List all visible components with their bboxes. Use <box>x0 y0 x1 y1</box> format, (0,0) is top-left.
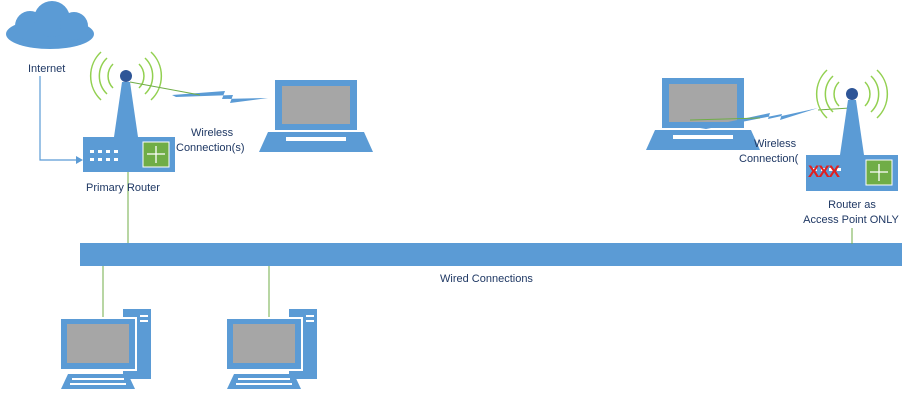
access-point-label-line1: Router as <box>828 199 876 211</box>
signal-line <box>689 117 761 121</box>
cloud-icon <box>6 1 94 49</box>
internet-label: Internet <box>28 63 66 75</box>
wired-connections-label: Wired Connections <box>440 273 533 285</box>
signal-waves-icon <box>89 51 163 101</box>
access-point-label-line2: Access Point ONLY <box>803 214 899 226</box>
primary-router-icon <box>83 70 175 172</box>
laptop-right-icon <box>646 78 760 150</box>
wireless-label-right-2: Connection( <box>739 153 799 165</box>
wireless-label-left-1: Wireless <box>191 127 234 139</box>
primary-router-label: Primary Router <box>86 182 160 194</box>
internet-link <box>39 76 76 161</box>
desktop-left-icon <box>59 309 151 389</box>
disabled-ports-mark: XXX <box>808 162 840 181</box>
access-point-router-icon <box>806 88 898 191</box>
laptop-left-icon <box>259 80 373 152</box>
signal-waves-icon <box>815 69 889 119</box>
wireless-label-left-2: Connection(s) <box>176 142 245 154</box>
arrow-head <box>76 156 83 164</box>
signal-line <box>817 107 851 111</box>
wireless-label-right-1: Wireless <box>754 138 797 150</box>
signal-line <box>129 81 201 96</box>
desktop-right-icon <box>225 309 317 389</box>
wired-backbone <box>80 243 902 266</box>
